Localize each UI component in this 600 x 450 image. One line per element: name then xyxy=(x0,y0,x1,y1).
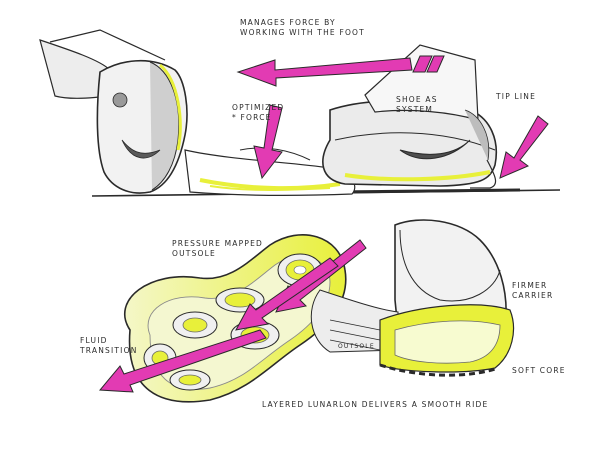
mid-sole-sketch xyxy=(184,147,356,196)
annotation-line: SHOE AS xyxy=(396,95,438,104)
force-arrows-top xyxy=(236,55,549,180)
annotation-manages-force: MANAGES FORCE BY WORKING WITH THE FOOT xyxy=(240,18,365,38)
annotation-line: OUTSOLE xyxy=(172,249,216,258)
annotation-line: CARRIER xyxy=(512,291,554,300)
annotation-fluid-transition: FLUID TRANSITION xyxy=(80,336,138,356)
heel-section-sketch xyxy=(310,219,515,377)
annotation-line: PRESSURE MAPPED xyxy=(172,239,263,248)
left-foot-sketch xyxy=(39,29,188,194)
annotation-pressure-mapped: PRESSURE MAPPED OUTSOLE xyxy=(172,239,263,259)
right-shoe-sketch xyxy=(322,44,497,189)
annotation-line: WORKING WITH THE FOOT xyxy=(240,28,365,37)
annotation-shoe-as-system: SHOE AS SYSTEM xyxy=(396,95,438,115)
annotation-line: TRANSITION xyxy=(80,346,138,355)
annotation-soft-core: SOFT CORE xyxy=(512,366,566,375)
annotation-line: FIRMER xyxy=(512,281,548,290)
annotation-optimized-force: OPTIMIZED * FORCE xyxy=(232,103,284,123)
force-arrows-bottom xyxy=(98,239,367,393)
annotation-line: SYSTEM xyxy=(396,105,434,114)
ground-shadow xyxy=(329,188,521,194)
annotation-outsole: OUTSOLE xyxy=(338,343,375,350)
annotation-firmer-carrier: FIRMER CARRIER xyxy=(512,281,553,301)
annotation-line: FLUID xyxy=(80,336,108,345)
annotation-line: OPTIMIZED xyxy=(232,103,285,112)
annotation-tip-line: TIP LINE xyxy=(496,92,537,101)
annotation-line: MANAGES FORCE BY xyxy=(240,18,336,27)
annotation-line: * FORCE xyxy=(232,113,272,122)
annotation-layered-lunarlon: LAYERED LUNARLON DELIVERS A SMOOTH RIDE xyxy=(262,400,489,409)
